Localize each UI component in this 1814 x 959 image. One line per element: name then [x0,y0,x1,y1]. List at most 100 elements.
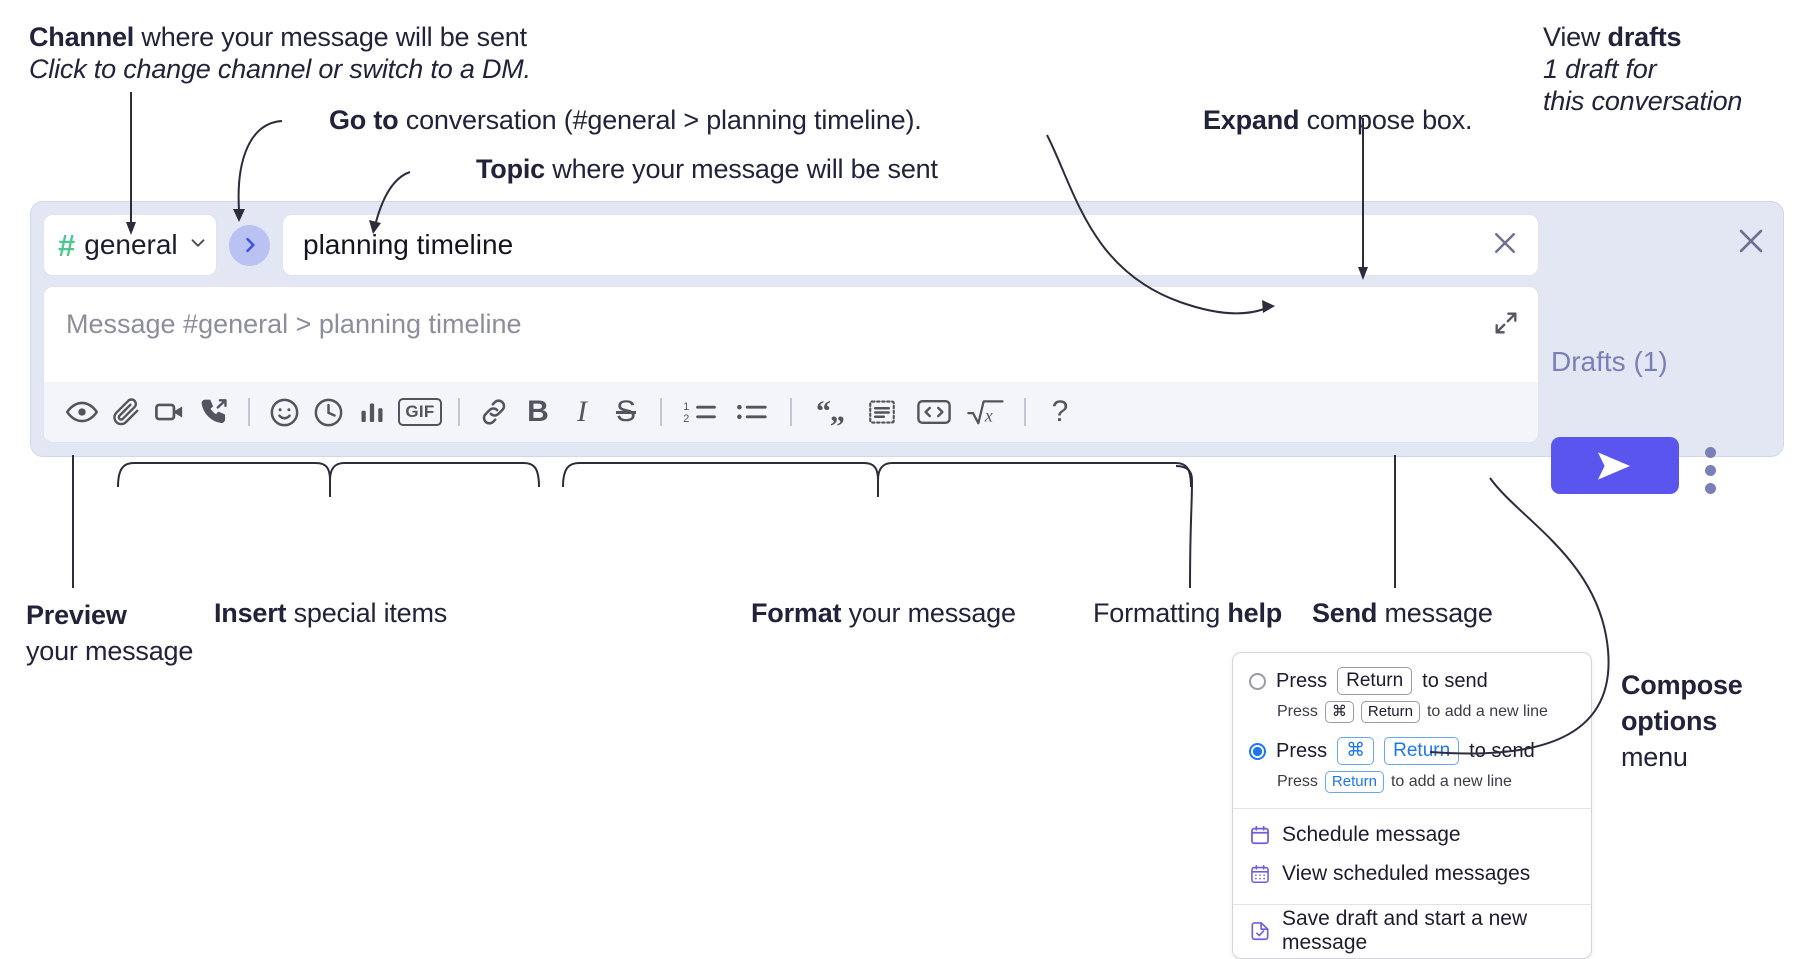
chevron-down-icon [187,232,209,259]
menu-item-schedule-message[interactable]: Schedule message [1233,815,1591,854]
menu-item-label: Schedule message [1282,822,1461,846]
svg-text:x: x [984,405,993,425]
menu-item-view-scheduled[interactable]: View scheduled messages [1233,854,1591,893]
annotation-send: Send message [1312,598,1493,630]
annotation-send-rest: message [1377,598,1493,628]
annotation-insert-bold: Insert [214,598,287,628]
drafts-link[interactable]: Drafts (1) [1551,346,1668,377]
opt2-pre: Press [1276,739,1328,762]
annotation-insert-rest: special items [286,598,448,628]
radio-unselected[interactable] [1249,672,1266,690]
toolbar-divider [790,398,792,426]
annotation-channel-rest: where your message will be sent [134,22,527,52]
annotation-expand: Expand compose box. [1203,105,1473,137]
channel-selector[interactable]: # general [44,215,216,275]
attachment-icon[interactable] [104,390,148,434]
annotation-compose-bold2: options [1621,705,1718,736]
channel-name-label: general [84,229,178,260]
key-command: ⌘ [1337,737,1375,765]
menu-divider [1233,904,1591,905]
send-option-cmd-return-sub: Press Return to add a new line [1233,767,1591,797]
annotation-drafts-pre: View [1543,22,1608,52]
conversation-row: # general planning timeline [44,214,1538,276]
annotation-goto-bold: Go to [329,105,399,135]
poll-icon[interactable] [350,390,394,434]
menu-item-save-draft[interactable]: Save draft and start a new message [1233,907,1591,954]
compose-panel: # general planning timeline Message #gen… [31,202,1783,456]
save-draft-icon [1249,920,1271,942]
annotation-format-bold: Format [751,598,842,628]
bold-icon[interactable]: B [516,390,560,434]
menu-divider [1233,808,1591,809]
gif-icon[interactable]: GIF [394,390,446,434]
gif-label: GIF [398,398,442,426]
close-icon[interactable] [1490,228,1520,263]
key-return: Return [1360,700,1420,724]
emoji-icon[interactable] [262,390,306,434]
annotation-expand-rest: compose box. [1299,105,1473,135]
preview-icon[interactable] [60,390,104,434]
quote-icon[interactable]: “„ [804,390,856,434]
annotation-channel-bold: Channel [29,22,135,52]
more-vertical-icon[interactable] [1705,447,1716,494]
svg-text:2: 2 [683,413,689,425]
hash-icon: # [58,227,76,263]
key-command: ⌘ [1324,700,1354,724]
bold-label: B [527,395,549,428]
panel-close-icon[interactable] [1734,224,1768,263]
annotation-send-bold: Send [1312,598,1378,628]
code-block-icon[interactable] [908,390,960,434]
math-icon[interactable]: x [960,390,1012,434]
radio-selected[interactable] [1249,742,1266,760]
opt1-sub-pre: Press [1277,703,1318,720]
opt1-pre: Press [1276,669,1328,692]
italic-icon[interactable]: I [560,390,604,434]
clock-icon[interactable] [306,390,350,434]
calendar-icon [1249,824,1271,846]
ordered-list-icon[interactable]: 1 2 [674,390,726,434]
annotation-expand-bold: Expand [1203,105,1300,135]
expand-icon[interactable] [1492,309,1520,342]
link-icon[interactable] [472,390,516,434]
opt2-sub-pre: Press [1277,773,1318,790]
send-button[interactable] [1551,437,1679,494]
annotation-goto-rest: conversation (#general > planning timeli… [398,105,922,135]
opt2-sub-post: to add a new line [1390,773,1512,790]
go-to-conversation-button[interactable] [229,224,270,266]
help-icon[interactable]: ? [1038,390,1082,434]
help-label: ? [1051,395,1069,428]
annotation-preview-rest: your message [26,635,194,666]
strikethrough-label: S [615,395,636,428]
annotation-compose-rest: menu [1621,741,1688,772]
message-input-box[interactable]: Message #general > planning timeline [44,287,1538,442]
annotation-channel-italic: Click to change channel or switch to a D… [29,53,531,84]
audio-call-icon[interactable] [192,390,236,434]
toolbar-divider [1024,398,1026,426]
strikethrough-icon[interactable]: S [604,390,648,434]
bulleted-list-icon[interactable] [726,390,778,434]
annotation-preview: Preview your message [26,598,193,669]
send-option-return-sub: Press ⌘ Return to add a new line [1233,697,1591,727]
opt1-sub-post: to add a new line [1426,703,1548,720]
send-option-cmd-return[interactable]: Press ⌘ Return to send [1233,735,1591,767]
opt2-post: to send [1469,739,1535,762]
message-placeholder: Message #general > planning timeline [66,309,522,339]
toolbar-divider [660,398,662,426]
toolbar-divider [458,398,460,426]
annotation-preview-bold: Preview [26,600,127,630]
blockquote-icon[interactable] [856,390,908,434]
key-return: Return [1324,770,1384,794]
menu-item-label: Save draft and start a new message [1282,906,1528,954]
video-icon[interactable] [148,390,192,434]
annotation-compose-options: Compose options menu [1621,668,1743,776]
annotation-help: Formatting help [1093,598,1282,630]
annotation-help-pre: Formatting [1093,598,1228,628]
kebab-dot [1705,483,1716,494]
send-option-return[interactable]: Press Return to send [1233,665,1591,697]
annotation-drafts-italic2: this conversation [1543,85,1743,116]
kebab-dot [1705,447,1716,458]
topic-field[interactable]: planning timeline [283,215,1538,275]
annotation-topic: Topic where your message will be sent [476,154,938,186]
annotation-format: Format your message [751,598,1016,630]
menu-item-label: View scheduled messages [1282,861,1531,885]
